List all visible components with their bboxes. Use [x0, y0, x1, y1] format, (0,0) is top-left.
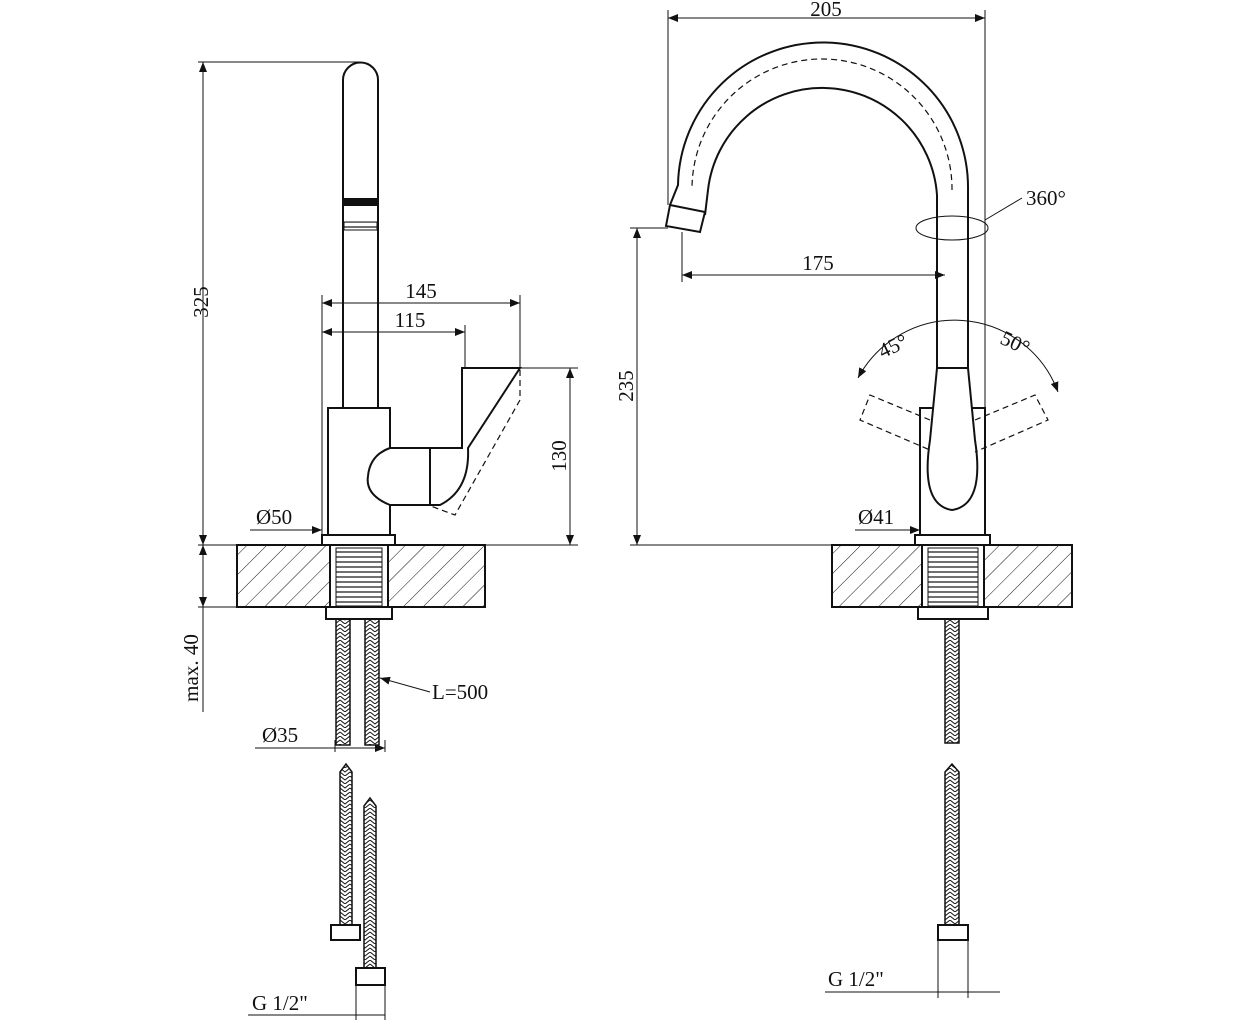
- dim-reach-145: 145: [405, 279, 437, 303]
- handle-open-position: [427, 367, 521, 516]
- handle-swing-arc: [857, 319, 1059, 393]
- spout-nozzle: [664, 203, 707, 234]
- dim-base-diameter-front: Ø41: [858, 505, 894, 529]
- mounting-nut: [325, 606, 393, 620]
- angle-45: 45°: [875, 329, 912, 363]
- handle-front: [926, 367, 979, 512]
- aerator: [343, 221, 378, 231]
- dim-countertop-max40: max. 40: [179, 634, 203, 702]
- handle-left-position: [859, 394, 931, 451]
- cartridge-housing: [366, 447, 431, 506]
- hose-length-label: L=500: [432, 680, 488, 704]
- hose-nut-1: [330, 924, 361, 941]
- rotation-360: 360°: [1026, 186, 1066, 210]
- dim-spout-width-205: 205: [810, 0, 842, 21]
- aerator-ring: [343, 198, 378, 206]
- handle-right-position: [974, 394, 1049, 453]
- hose-lower-2: [363, 796, 377, 969]
- hose-front: [944, 618, 960, 744]
- threaded-shank: [335, 547, 383, 607]
- hose-nut-front: [937, 924, 969, 941]
- hose-cold: [335, 618, 351, 746]
- hose-hot: [364, 618, 380, 746]
- dim-handle-130: 130: [547, 440, 571, 472]
- dim-shank-diameter: Ø35: [262, 723, 298, 747]
- dim-hose-thread-right: G 1/2": [828, 967, 884, 991]
- base-plate: [321, 534, 396, 546]
- hose-nut-2: [355, 967, 386, 986]
- handle: [429, 367, 522, 506]
- side-view: 325 max. 40 145 115 130 Ø50 L=500 Ø35 G …: [179, 61, 578, 1020]
- dim-spout-reach-175: 175: [802, 251, 834, 275]
- spout-arc: [669, 41, 970, 408]
- rotation-ellipse: [915, 215, 989, 241]
- dim-hose-thread-left: G 1/2": [252, 991, 308, 1015]
- spout-tube: [342, 61, 379, 408]
- front-view: 45° 50° 360° 205 175 235 Ø41 G 1/2": [614, 0, 1073, 998]
- mounting-nut-front: [917, 606, 989, 620]
- spout-centerline: [691, 58, 953, 191]
- dim-base-diameter: Ø50: [256, 505, 292, 529]
- threaded-shank-front: [927, 547, 979, 607]
- hose-lower-1: [339, 762, 353, 926]
- base-plate-front: [914, 534, 991, 546]
- dim-spout-height-235: 235: [614, 370, 638, 402]
- dim-reach-115: 115: [395, 308, 426, 332]
- hose-front-lower: [944, 762, 960, 926]
- dim-height-325: 325: [189, 286, 213, 318]
